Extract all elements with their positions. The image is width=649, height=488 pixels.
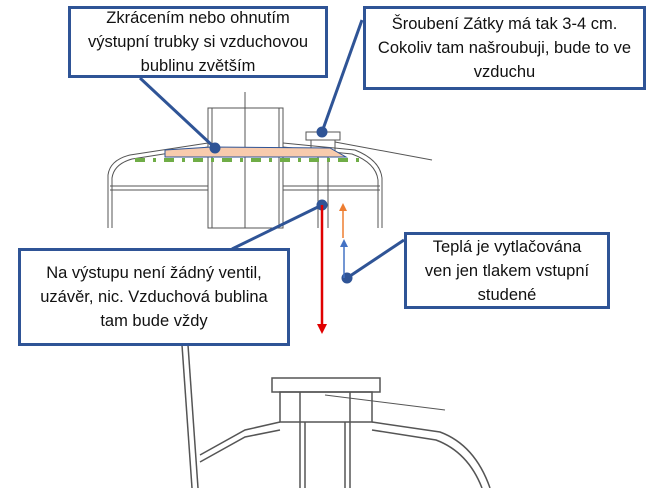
tank-bottom-drawing bbox=[181, 344, 491, 488]
cold-water-arrow bbox=[340, 239, 348, 278]
callout-plug-thread: Šroubení Zátky má tak 3-4 cm. Cokoliv ta… bbox=[363, 6, 646, 90]
air-bubble bbox=[164, 146, 348, 158]
leader-lines bbox=[138, 19, 405, 284]
warm-water-arrow bbox=[339, 203, 347, 238]
callout-shortening: Zkrácením nebo ohnutím výstupní trubky s… bbox=[68, 6, 328, 78]
callout-outlet: Na výstupu není žádný ventil, uzávěr, ni… bbox=[18, 248, 290, 346]
callout-warm-water: Teplá je vytlačována ven jen tlakem vstu… bbox=[404, 232, 610, 309]
hot-water-arrow bbox=[317, 205, 327, 334]
